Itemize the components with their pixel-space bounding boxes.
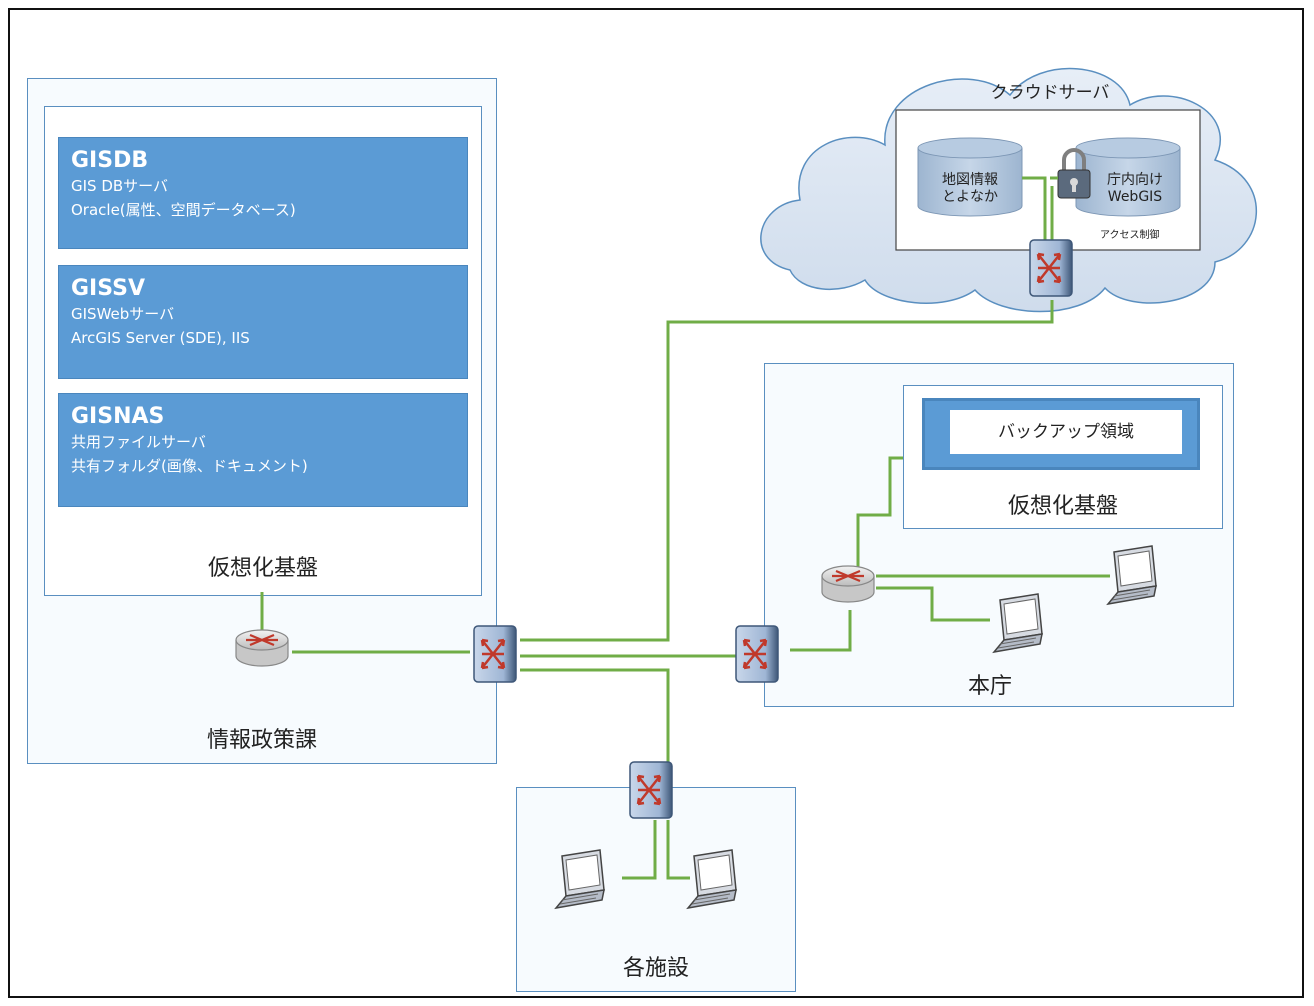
server-gissv-role: GISWebサーバ	[71, 305, 175, 323]
honcho-switch-icon	[734, 624, 780, 684]
laptop-icon	[687, 849, 737, 909]
server-gisnas-software: 共有フォルダ(画像、ドキュメント)	[71, 457, 308, 475]
server-gisdb-role: GIS DBサーバ	[71, 177, 169, 195]
server-gisnas-name: GISNAS	[71, 404, 165, 429]
honcho-router-icon	[820, 564, 876, 604]
db-map-label: 地図情報 とよなか	[942, 172, 998, 205]
core-switch-icon	[472, 624, 518, 684]
backup-area-label: バックアップ領域	[998, 422, 1134, 442]
server-gissv-software: ArcGIS Server (SDE), IIS	[71, 329, 250, 347]
left-virtual-label: 仮想化基盤	[207, 556, 318, 581]
honcho-virtual-label: 仮想化基盤	[1007, 494, 1118, 519]
server-gisnas-role: 共用ファイルサーバ	[71, 433, 206, 451]
laptop-icon	[555, 849, 605, 909]
server-gissv-name: GISSV	[71, 276, 145, 301]
cloud-switch-icon	[1028, 238, 1074, 298]
server-gisdb: GISDB GIS DBサーバ Oracle(属性、空間データベース)	[58, 137, 468, 249]
server-gisdb-software: Oracle(属性、空間データベース)	[71, 201, 296, 219]
db-webgis-label: 庁内向け WebGIS	[1107, 172, 1163, 205]
honcho-label: 本庁	[967, 674, 1012, 699]
access-control-label: アクセス制御	[1100, 230, 1160, 241]
network-links	[260, 176, 1110, 880]
laptop-icon	[993, 593, 1043, 653]
left-router-icon	[234, 628, 290, 668]
facilities-label: 各施設	[622, 956, 689, 981]
facilities-switch-icon	[628, 760, 674, 820]
server-gisdb-name: GISDB	[71, 148, 149, 173]
server-gissv: GISSV GISWebサーバ ArcGIS Server (SDE), IIS	[58, 265, 468, 379]
joho-seisaku-label: 情報政策課	[206, 728, 317, 753]
db-cylinder-webgis	[1075, 137, 1181, 217]
backup-area: バックアップ領域	[950, 410, 1182, 454]
laptop-icon	[1107, 545, 1157, 605]
db-cylinder-map	[917, 137, 1023, 217]
cloud-title: クラウドサーバ	[990, 83, 1110, 103]
server-gisnas: GISNAS 共用ファイルサーバ 共有フォルダ(画像、ドキュメント)	[58, 393, 468, 507]
padlock-icon	[1057, 148, 1091, 199]
